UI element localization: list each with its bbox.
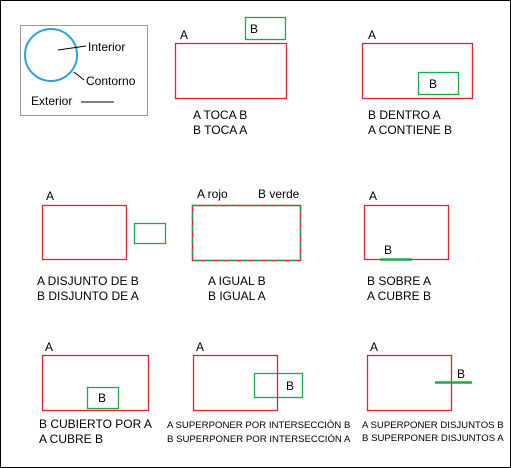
rect-b — [417, 71, 460, 96]
rect-b — [244, 16, 287, 41]
caption-line2: B SUPERPONER DISJUNTOS A — [362, 433, 504, 444]
panel-toca: A B A TOCA B B TOCA A — [174, 16, 288, 137]
label-a: A — [46, 189, 54, 203]
caption-line2: B DISJUNTO DE A — [37, 289, 139, 303]
label-exterior: Exterior — [31, 94, 72, 108]
panel-igual: A rojo B verde A IGUAL B B IGUAL A — [191, 187, 302, 303]
panel-interseca: A B A SUPERPONER POR INTERSECCIÓN B B SU… — [167, 340, 351, 445]
panel-dentro: A B B DENTRO A A CONTIENE B — [361, 28, 474, 137]
label-b: B — [98, 391, 106, 405]
caption-line2: B TOCA A — [193, 123, 247, 137]
legend-circle — [24, 28, 78, 82]
label-b: B — [250, 22, 258, 36]
caption-line2: A CUBRE B — [39, 432, 103, 446]
rect-a — [361, 42, 474, 100]
rect-a — [174, 42, 288, 100]
caption-line2: A CUBRE B — [367, 289, 431, 303]
label-a: A — [180, 28, 188, 42]
label-a: A rojo — [197, 187, 228, 201]
caption-line1: A TOCA B — [193, 108, 247, 122]
caption-line1: A DISJUNTO DE B — [37, 274, 139, 288]
caption-line1: B SOBRE A — [367, 274, 431, 288]
rect-b — [133, 222, 167, 245]
label-a: A — [45, 340, 53, 354]
label-b: B — [286, 379, 294, 393]
rect-a — [41, 204, 128, 261]
leader-contorno — [73, 71, 85, 81]
label-b: B verde — [258, 187, 300, 201]
label-a: A — [368, 28, 376, 42]
label-a: A — [370, 340, 378, 354]
rect-a — [192, 354, 279, 412]
caption-line1: A SUPERPONER DISJUNTOS B — [362, 420, 504, 431]
rect-b — [253, 372, 304, 399]
panel-disjunto: A A DISJUNTO DE B B DISJUNTO DE A — [37, 189, 167, 303]
rect-a — [363, 204, 450, 261]
caption-line2: B SUPERPONER POR INTERSECCIÓN A — [167, 434, 351, 445]
label-a: A — [369, 189, 377, 203]
rect-b-dashed — [191, 204, 302, 262]
caption-line2: B IGUAL A — [208, 289, 266, 303]
rect-b — [86, 386, 120, 410]
label-interior: Interior — [88, 40, 125, 54]
panel-cubierto: A B B CUBIERTO POR A A CUBRE B — [39, 340, 152, 446]
leader-interior — [57, 45, 87, 51]
label-contorno: Contorno — [86, 74, 136, 88]
label-b: B — [429, 77, 437, 91]
legend-frame — [20, 25, 148, 116]
label-b: B — [384, 243, 392, 257]
label-b: B — [457, 367, 465, 381]
legend: Interior Contorno Exterior — [20, 25, 148, 116]
rect-a — [191, 204, 302, 262]
label-a: A — [196, 340, 204, 354]
rect-a — [41, 354, 150, 412]
caption-line1: B CUBIERTO POR A — [39, 417, 152, 431]
caption-line2: A CONTIENE B — [368, 123, 452, 137]
panel-disjuntos: A B A SUPERPONER DISJUNTOS B B SUPERPONE… — [362, 340, 504, 444]
caption-line1: A IGUAL B — [208, 274, 266, 288]
panel-sobre: A B B SOBRE A A CUBRE B — [363, 189, 450, 303]
caption-line1: B DENTRO A — [368, 108, 441, 122]
caption-line1: A SUPERPONER POR INTERSECCIÓN B — [167, 420, 350, 431]
